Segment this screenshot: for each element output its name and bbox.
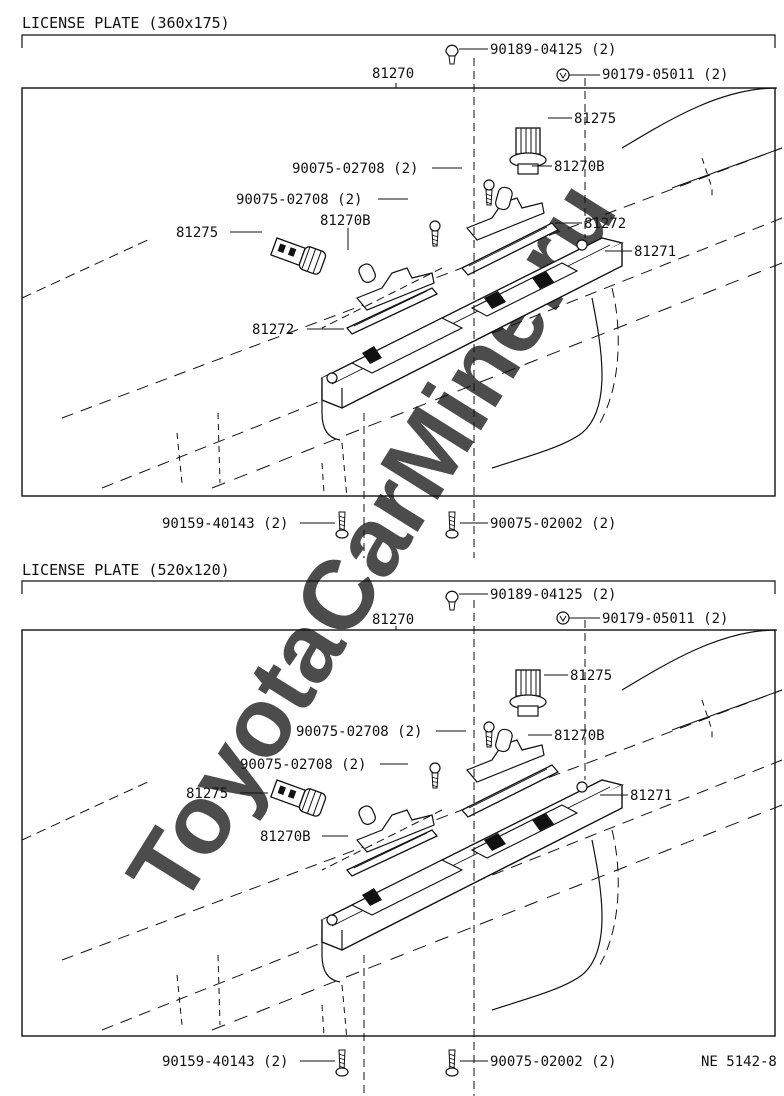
screw-icon: [445, 1049, 459, 1077]
label-screw-bottom-right: 90075-02002 (2): [490, 1054, 616, 1070]
label-screw-bottom-right: 90075-02002 (2): [490, 516, 616, 532]
cap-screw-icon: [445, 44, 459, 65]
label-assembly: 81270: [372, 66, 414, 82]
figure-code: NE 5142-8: [701, 1054, 777, 1070]
label-screw-right: 90075-02708 (2): [296, 724, 422, 740]
label-assembly: 81270: [372, 612, 414, 628]
label-lens-right: 81272: [584, 216, 626, 232]
label-nut: 90179-05011 (2): [602, 67, 728, 83]
section-title: LICENSE PLATE (360x175): [22, 14, 230, 32]
label-bulb-left: 81270B: [260, 829, 311, 845]
label-socket-left: 81275: [186, 786, 228, 802]
label-bolt-bottom-left: 90159-40143 (2): [162, 516, 288, 532]
label-bulb-right: 81270B: [554, 159, 605, 175]
label-screw-left: 90075-02708 (2): [236, 192, 362, 208]
nut-icon: [556, 611, 570, 625]
section-license-plate-520x120: LICENSE PLATE (520x120) 90189-04125 (2) …: [21, 561, 783, 1096]
section-title: LICENSE PLATE (520x120): [22, 561, 230, 579]
label-screw-left: 90075-02708 (2): [240, 757, 366, 773]
label-bolt-bottom-left: 90159-40143 (2): [162, 1054, 288, 1070]
label-nut: 90179-05011 (2): [602, 611, 728, 627]
label-screw-right: 90075-02708 (2): [292, 161, 418, 177]
label-socket-left: 81275: [176, 225, 218, 241]
label-socket-right: 81275: [570, 668, 612, 684]
nut-icon: [556, 68, 570, 82]
label-bulb-left: 81270B: [320, 213, 371, 229]
diagram-frame: [21, 87, 776, 497]
diagram-frame: [21, 629, 776, 1037]
label-lens-left: 81272: [252, 322, 294, 338]
label-cap-screw: 90189-04125 (2): [490, 587, 616, 603]
cap-screw-icon: [445, 590, 459, 611]
bolt-icon: [335, 1049, 349, 1077]
section-license-plate-360x175: LICENSE PLATE (360x175): [21, 14, 783, 559]
label-housing: 81271: [630, 788, 672, 804]
label-bulb-right: 81270B: [554, 728, 605, 744]
label-socket-right: 81275: [574, 111, 616, 127]
label-housing: 81271: [634, 244, 676, 260]
label-cap-screw: 90189-04125 (2): [490, 42, 616, 58]
